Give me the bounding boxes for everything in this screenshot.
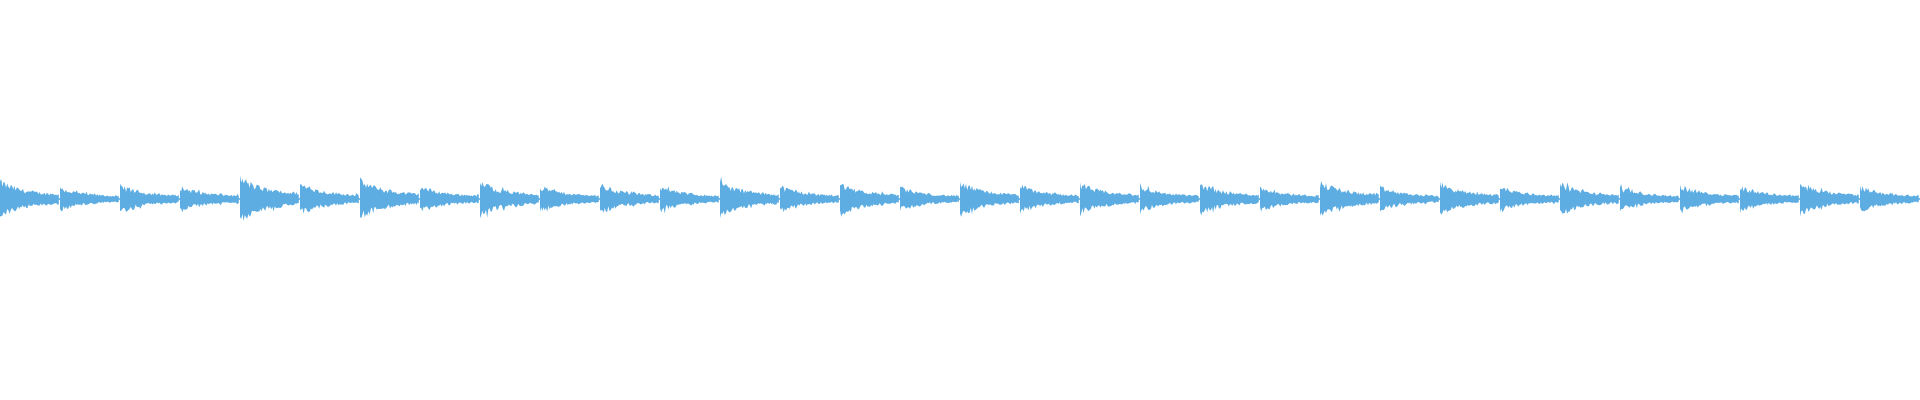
waveform-note-7: [360, 177, 419, 219]
waveform-baseline-2: [60, 198, 120, 200]
waveform-baseline-14: [780, 198, 840, 200]
waveform-baseline-10: [540, 198, 600, 200]
waveform-note-15: [840, 184, 899, 217]
waveform-note-5: [240, 175, 299, 221]
waveform-note-27: [1560, 182, 1619, 214]
waveform-note-21: [1200, 184, 1259, 216]
waveform-baseline-4: [180, 198, 240, 200]
waveform-baseline-8: [420, 198, 480, 200]
waveform-note-30: [1740, 186, 1799, 214]
waveform-note-12: [660, 186, 719, 214]
waveform-note-1: [0, 178, 59, 217]
waveform-baseline-13: [720, 198, 780, 200]
waveform-note-31: [1800, 183, 1859, 217]
waveform-baseline-32: [1860, 198, 1920, 200]
waveform-baseline-9: [480, 198, 540, 200]
waveform-baseline-23: [1320, 198, 1380, 200]
waveform-baseline-20: [1140, 198, 1200, 200]
waveform-baseline-26: [1500, 198, 1560, 200]
waveform-baseline-17: [960, 198, 1020, 200]
waveform-baseline-16: [900, 198, 960, 200]
waveform-note-26: [1500, 187, 1559, 213]
waveform-baseline-28: [1620, 198, 1680, 200]
waveform-baseline-22: [1260, 198, 1320, 200]
waveform-baseline-7: [360, 198, 420, 200]
waveform-baseline-11: [600, 198, 660, 200]
waveform-baseline-3: [120, 198, 180, 200]
waveform-baseline-18: [1020, 198, 1080, 200]
waveform-shape: [0, 175, 1920, 221]
waveform-note-28: [1620, 184, 1679, 212]
waveform-baseline-15: [840, 198, 900, 200]
waveform-note-13: [720, 176, 779, 219]
waveform-baseline-21: [1200, 198, 1260, 200]
waveform-baseline-12: [660, 198, 720, 200]
waveform-baseline-31: [1800, 198, 1860, 200]
waveform-note-9: [480, 182, 539, 219]
waveform-baseline-1: [0, 198, 60, 200]
waveform-baseline-24: [1380, 198, 1440, 200]
waveform-baseline-5: [240, 198, 300, 200]
waveform-baseline-27: [1560, 198, 1620, 200]
waveform-baseline-25: [1440, 198, 1500, 200]
waveform-baseline-19: [1080, 198, 1140, 200]
waveform-baseline-30: [1740, 198, 1800, 200]
waveform-baseline-29: [1680, 198, 1740, 200]
waveform-note-3: [120, 183, 179, 212]
waveform-note-25: [1440, 181, 1499, 215]
waveform-baseline-6: [300, 198, 360, 200]
